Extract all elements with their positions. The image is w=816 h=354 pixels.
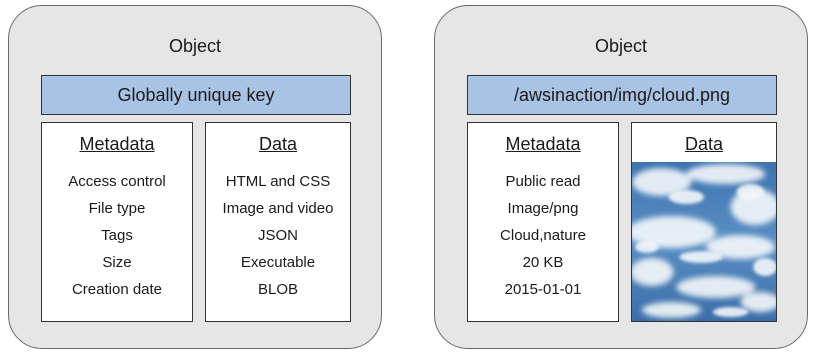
metadata-item: Public read <box>505 173 581 190</box>
metadata-item: Cloud,nature <box>500 227 586 244</box>
metadata-item: File type <box>88 200 146 217</box>
metadata-item: 20 KB <box>522 254 564 271</box>
metadata-list: Access control File type Tags Size Creat… <box>42 168 192 303</box>
object-title: Object <box>594 36 648 56</box>
metadata-item: 2015-01-01 <box>504 281 582 298</box>
data-list: HTML and CSS Image and video JSON Execut… <box>206 168 350 303</box>
object-card-generic: Object Globally unique key Metadata Acce… <box>8 5 382 349</box>
object-key: /awsinaction/img/cloud.png <box>467 75 777 115</box>
cloud-sky-photo <box>632 162 776 321</box>
data-item: Executable <box>240 254 316 271</box>
object-card-example: Object /awsinaction/img/cloud.png Metada… <box>434 5 808 349</box>
metadata-item: Image/png <box>507 200 579 217</box>
metadata-heading: Metadata <box>79 134 155 154</box>
metadata-item: Size <box>102 254 132 271</box>
object-key: Globally unique key <box>41 75 351 115</box>
metadata-heading: Metadata <box>505 134 581 154</box>
object-title: Object <box>168 36 222 56</box>
data-item: Image and video <box>222 200 334 217</box>
data-heading: Data <box>684 134 724 154</box>
metadata-item: Creation date <box>71 281 163 298</box>
data-item: HTML and CSS <box>225 173 331 190</box>
metadata-item: Tags <box>101 227 133 244</box>
metadata-list: Public read Image/png Cloud,nature 20 KB… <box>468 168 618 303</box>
data-box: Data <box>631 122 777 322</box>
data-item: BLOB <box>257 281 299 298</box>
metadata-box: Metadata Access control File type Tags S… <box>41 122 193 322</box>
data-item: JSON <box>257 227 298 244</box>
metadata-item: Access control <box>68 173 166 190</box>
data-heading: Data <box>258 134 298 154</box>
data-box: Data HTML and CSS Image and video JSON E… <box>205 122 351 322</box>
metadata-box: Metadata Public read Image/png Cloud,nat… <box>467 122 619 322</box>
